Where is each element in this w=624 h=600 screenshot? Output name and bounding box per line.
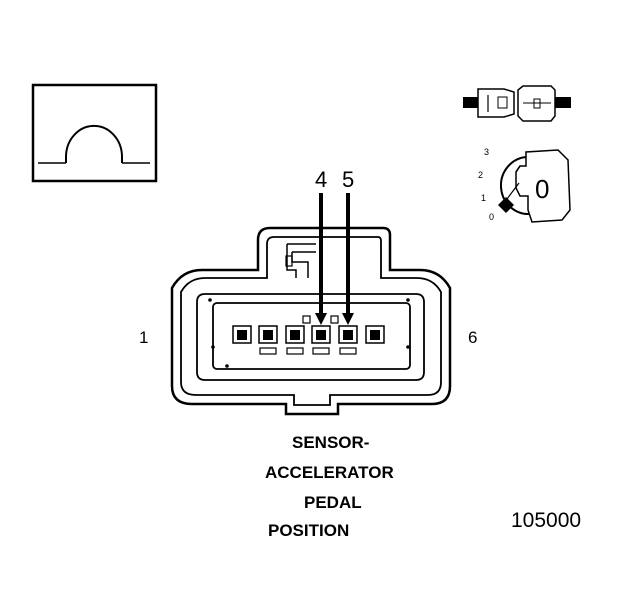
figure-code: 105000 [511, 509, 582, 532]
title-line-2: ACCELERATOR [265, 463, 394, 482]
ignition-position-2: 2 [478, 170, 484, 180]
pin-4-arrowhead-icon [315, 313, 327, 325]
pin-1-label: 1 [139, 328, 149, 347]
title-line-4: POSITION [268, 521, 350, 540]
pin-cavities [232, 315, 385, 355]
pin-cavity-3 [285, 325, 305, 355]
ignition-position-3: 3 [484, 147, 490, 157]
pin-lead-arrows [315, 193, 354, 325]
title-line-1: SENSOR- [292, 433, 370, 452]
pin-5-label: 5 [342, 167, 355, 192]
pin-5-arrowhead-icon [342, 313, 354, 325]
ignition-position-0: 0 [489, 212, 495, 222]
pin-4-label: 4 [315, 167, 328, 192]
pin-cavity-5 [338, 325, 358, 355]
disconnected-connector-icon [463, 85, 571, 122]
pin-cavity-2 [258, 325, 278, 355]
ignition-position-1: 1 [481, 193, 487, 203]
pin-6-label: 6 [468, 328, 478, 347]
ignition-current-position: 0 [535, 174, 550, 204]
pin-cavity-1 [232, 325, 252, 344]
connector-face [170, 226, 452, 416]
ignition-switch-icon [498, 149, 571, 223]
pin-cavity-6 [365, 325, 385, 344]
title-line-3: PEDAL [304, 493, 362, 512]
ohm-symbol-icon [31, 83, 158, 183]
ignition-pointer-icon [498, 197, 514, 213]
pin-cavity-4 [311, 325, 331, 355]
